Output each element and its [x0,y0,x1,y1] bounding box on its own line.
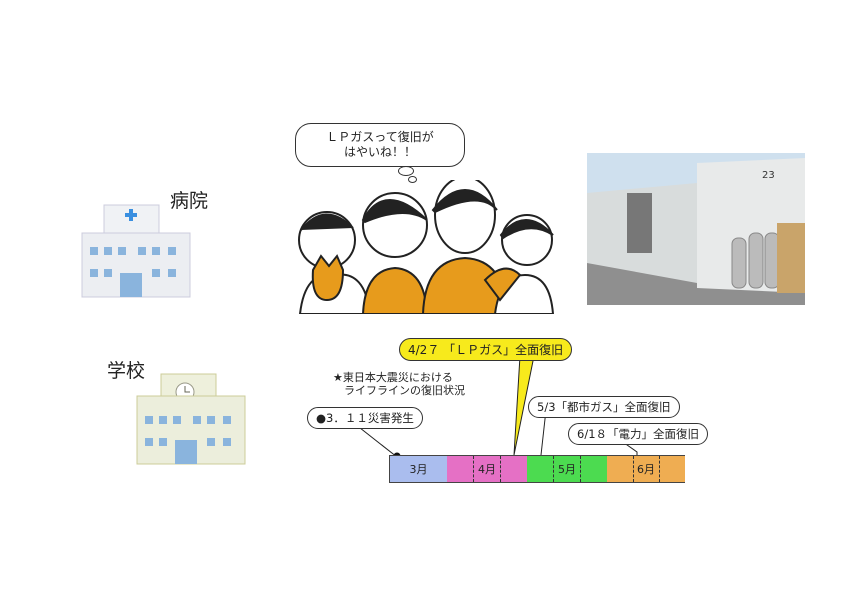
timeline-title: ★東日本大震災における ライフラインの復旧状況 [333,371,465,397]
timeline-title-line-2: ライフラインの復旧状況 [344,384,465,397]
speech-line-2: はやいね！！ [343,145,416,159]
month-june: 6月 [607,456,685,482]
month-may: 5月 [527,456,608,482]
unit-number: 23 [762,170,775,181]
month-march: 3月 [390,456,448,482]
speech-line-1: ＬＰガスって復旧が [326,130,434,144]
lpg-installation-photo: 23 [587,153,805,305]
family-illustration [298,180,555,314]
event-power-restored: 6/1８「電力」全面復旧 [568,423,709,445]
speech-bubble: ＬＰガスって復旧が はやいね！！ [295,123,465,167]
hospital-icon [81,204,191,298]
event-lpgas-restored: 4/2７ 「ＬＰガス」全面復旧 [399,338,573,361]
school-label: 学校 [107,360,146,382]
school-icon [136,373,246,465]
hospital-label: 病院 [170,190,209,212]
timeline-title-line-1: ★東日本大震災における [333,371,453,384]
month-april: 4月 [447,456,528,482]
event-citygas-restored: 5/3「都市ガス」全面復旧 [528,396,680,418]
month-timeline-bar: 3月 4月 5月 6月 [389,455,685,483]
event-disaster: ●3．１１災害発生 [307,407,423,429]
